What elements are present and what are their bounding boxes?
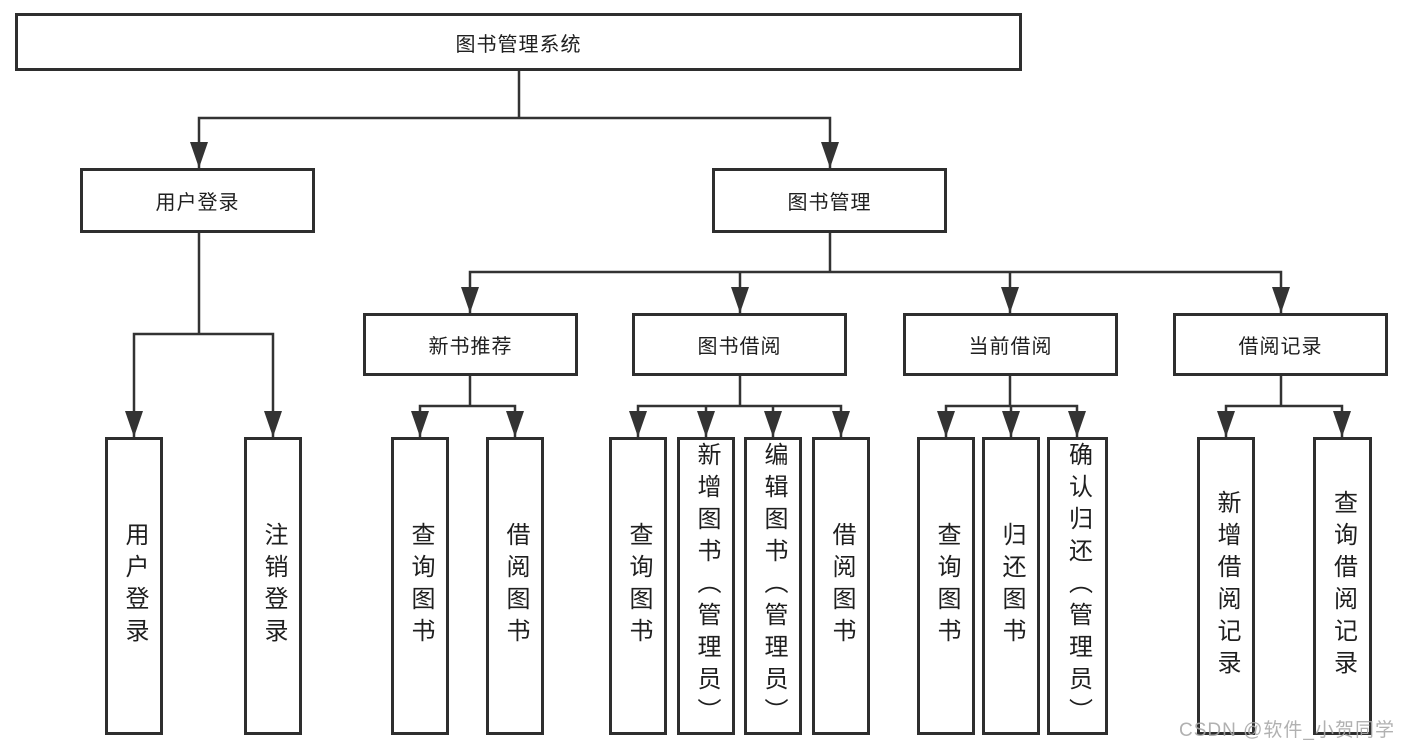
node-library-management-system: 图书管理系统 [15, 13, 1022, 71]
leaf-label: 查询图书 [933, 522, 960, 650]
leaf-label: 归还图书 [998, 522, 1025, 650]
leaf-label: 确认归还（管理员） [1064, 442, 1092, 730]
leaf-label: 新增图书（管理员） [693, 442, 720, 730]
leaf-confirm-return-admin: 确认归还（管理员） [1047, 437, 1108, 735]
leaf-label: 查询图书 [625, 522, 652, 650]
node-borrowing-records: 借阅记录 [1173, 313, 1388, 376]
arrowheads [125, 142, 1351, 437]
node-current-borrowing: 当前借阅 [903, 313, 1118, 376]
leaf-add-books-admin: 新增图书（管理员） [677, 437, 735, 735]
node-book-borrowing: 图书借阅 [632, 313, 847, 376]
leaf-borrow-books-recommend: 借阅图书 [486, 437, 544, 735]
leaf-label: 注销登录 [260, 522, 287, 650]
leaf-edit-books-admin: 编辑图书（管理员） [744, 437, 802, 735]
leaf-label: 查询图书 [407, 522, 434, 650]
leaf-query-books-recommend: 查询图书 [391, 437, 449, 735]
leaf-query-books-borrow: 查询图书 [609, 437, 667, 735]
node-user-login: 用户登录 [80, 168, 315, 233]
leaf-add-borrow-record: 新增借阅记录 [1197, 437, 1255, 735]
leaf-label: 新增借阅记录 [1213, 490, 1240, 682]
node-label: 用户登录 [155, 192, 240, 214]
node-label: 图书借阅 [697, 336, 782, 358]
leaf-query-borrow-record: 查询借阅记录 [1313, 437, 1372, 735]
leaf-label: 借阅图书 [502, 522, 529, 650]
leaf-logout: 注销登录 [244, 437, 302, 735]
leaf-query-books-current: 查询图书 [917, 437, 975, 735]
node-book-management: 图书管理 [712, 168, 947, 233]
leaf-user-login: 用户登录 [105, 437, 163, 735]
node-label: 借阅记录 [1238, 336, 1323, 358]
leaf-label: 编辑图书（管理员） [760, 442, 787, 730]
leaf-label: 查询借阅记录 [1329, 490, 1357, 682]
leaf-borrow-books: 借阅图书 [812, 437, 870, 735]
node-label: 当前借阅 [968, 336, 1053, 358]
node-label: 图书管理系统 [455, 33, 582, 56]
leaf-label: 用户登录 [121, 522, 148, 650]
node-label: 图书管理 [787, 192, 872, 214]
leaf-return-books: 归还图书 [982, 437, 1040, 735]
leaf-label: 借阅图书 [828, 522, 855, 650]
node-label: 新书推荐 [428, 336, 513, 358]
watermark: CSDN @软件_小贺同学 [1179, 720, 1395, 741]
node-new-book-recommend: 新书推荐 [363, 313, 578, 376]
